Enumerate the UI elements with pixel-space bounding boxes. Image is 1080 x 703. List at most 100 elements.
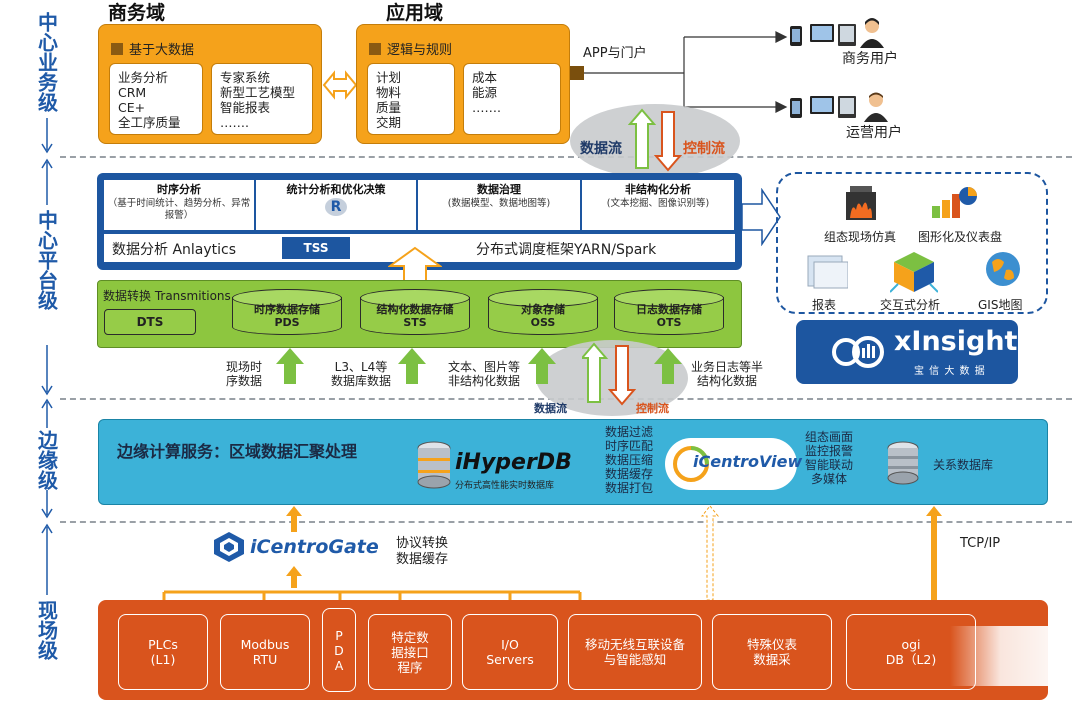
watermark-overlay	[950, 626, 1076, 686]
edge-up-arrow	[286, 506, 302, 532]
view-functions: 组态画面监控报警智能联动多媒体	[805, 430, 854, 486]
mid-flow-arrows	[582, 342, 636, 406]
level-label-center-platform: 中心平台级	[34, 210, 59, 310]
wireless-dashed-arrow	[700, 505, 720, 601]
level-label-edge: 边缘级	[34, 430, 59, 490]
interactive-cube-icon	[890, 252, 938, 293]
application-box-header: 逻辑与规则	[369, 39, 452, 58]
level-brackets	[41, 118, 53, 595]
domain-link-arrow	[322, 70, 358, 100]
business-user-label: 商务用户	[842, 51, 898, 67]
edge-functions: 数据过滤时序匹配数据压缩数据缓存数据打包	[605, 425, 654, 495]
separator-1	[60, 156, 1072, 158]
mid-control-flow-label: 控制流	[636, 402, 669, 415]
app-label-report: 报表	[812, 298, 837, 312]
analytics-cell-governance: 数据治理(数据模型、数据地图等)	[418, 180, 580, 230]
field-item-instruments: 特殊仪表数据采	[712, 614, 832, 690]
relational-db-icon	[887, 441, 919, 485]
input-label-4: 业务日志等半结构化数据	[690, 360, 763, 388]
xinsight-sub: 宝 信 大 数 据	[914, 366, 986, 377]
xinsight-mark-icon	[832, 336, 884, 368]
apps-panel: 组态现场仿真 图形化及仪表盘 报表 交互式分析 GIS地图	[776, 172, 1048, 314]
tcp-up-arrow	[926, 506, 942, 602]
top-flow-ellipse	[570, 104, 740, 178]
framework-label: 分布式调度框架YARN/Spark	[476, 242, 657, 258]
r-logo-icon: R	[325, 198, 347, 216]
centrogate-icon	[214, 532, 244, 562]
app-label-simulation: 组态现场仿真	[824, 230, 897, 244]
portal-connector-lines	[584, 31, 788, 113]
operation-user-avatar-icon	[864, 92, 888, 122]
app-label-gis: GIS地图	[978, 298, 1023, 312]
operation-devices-icon	[790, 96, 856, 118]
hyperdb-db-icon	[417, 441, 451, 489]
input-label-3: 文本、图片等非结构化数据	[447, 360, 520, 388]
edge-frame: 边缘计算服务：区域数据汇聚处理 iHyperDB 分布式高性能实时数据库 数据过…	[98, 419, 1048, 505]
gateway-functions: 协议转换数据缓存	[396, 536, 449, 567]
xinsight-name: xInsight	[894, 326, 1018, 357]
top-control-flow-label: 控制流	[683, 141, 725, 157]
application-domain-box: 逻辑与规则 计划物料质量交期 成本能源…….	[356, 24, 570, 144]
operation-user-label: 运营用户	[846, 125, 902, 141]
tss-badge: TSS	[282, 237, 350, 259]
analytics-cell-timeseries: 时序分析（基于时间统计、趋势分析、异常报警）	[104, 180, 254, 230]
analytics-to-apps-arrow	[742, 188, 781, 246]
fire-simulation-icon	[846, 186, 876, 220]
level-label-field: 现场级	[34, 600, 59, 660]
app-label-interactive: 交互式分析	[880, 298, 941, 312]
hyperdb-name: iHyperDB	[455, 450, 572, 475]
application-col1: 计划物料质量交期	[367, 63, 455, 135]
mid-data-flow-label: 数据流	[534, 402, 567, 415]
analytics-cell-unstructured: 非结构化分析(文本挖掘、图像识别等)	[582, 180, 734, 230]
separator-3	[60, 521, 1072, 523]
business-user-avatar-icon	[860, 18, 884, 48]
hyperdb-sub: 分布式高性能实时数据库	[455, 481, 555, 491]
transform-label: 数据转换 Transmitions	[103, 289, 231, 303]
portal-label: APP与门户	[583, 46, 647, 61]
globe-icon	[986, 252, 1020, 286]
input-label-2: L3、L4等数据库数据	[330, 360, 391, 388]
centroview-name: iCentroView	[693, 452, 803, 471]
business-domain-title: 商务域	[108, 2, 166, 24]
analytics-label: 数据分析 Anlaytics	[112, 242, 237, 258]
top-flow-arrows	[628, 108, 683, 172]
business-col2: 专家系统新型工艺模型智能报表…….	[211, 63, 313, 135]
app-label-dashboard: 图形化及仪表盘	[918, 230, 1003, 244]
field-item-wireless: 移动无线互联设备与智能感知	[568, 614, 702, 690]
relational-db-label: 关系数据库	[933, 458, 994, 472]
tcp-label: TCP/IP	[960, 536, 1001, 551]
analytics-frame: 时序分析（基于时间统计、趋势分析、异常报警） 统计分析和优化决策 R 数据治理(…	[97, 173, 742, 270]
top-data-flow-label: 数据流	[580, 141, 622, 157]
input-arrow-3	[528, 348, 556, 384]
application-col2: 成本能源…….	[463, 63, 561, 135]
level-label-center-business: 中心业务级	[34, 12, 59, 112]
input-arrow-2	[398, 348, 426, 384]
business-devices-icon	[790, 24, 856, 46]
analytics-cell-statistics: 统计分析和优化决策 R	[256, 180, 416, 230]
input-arrow-1	[276, 348, 304, 384]
input-label-1: 现场时序数据	[225, 360, 262, 388]
application-domain-title: 应用域	[386, 2, 444, 24]
centroview-ring-icon	[673, 446, 709, 482]
xinsight-logo: xInsight 宝 信 大 数 据	[796, 320, 1018, 384]
portal-port	[570, 66, 584, 80]
dashboard-chart-icon	[932, 187, 977, 218]
field-item-interface: 特定数据接口程序	[368, 614, 452, 690]
field-item-plcs: PLCs(L1)	[118, 614, 208, 690]
gateway-up-arrow	[286, 566, 302, 588]
dts-box: DTS	[104, 309, 196, 335]
centroview-logo: iCentroView	[665, 438, 802, 490]
input-arrow-4	[654, 348, 682, 384]
